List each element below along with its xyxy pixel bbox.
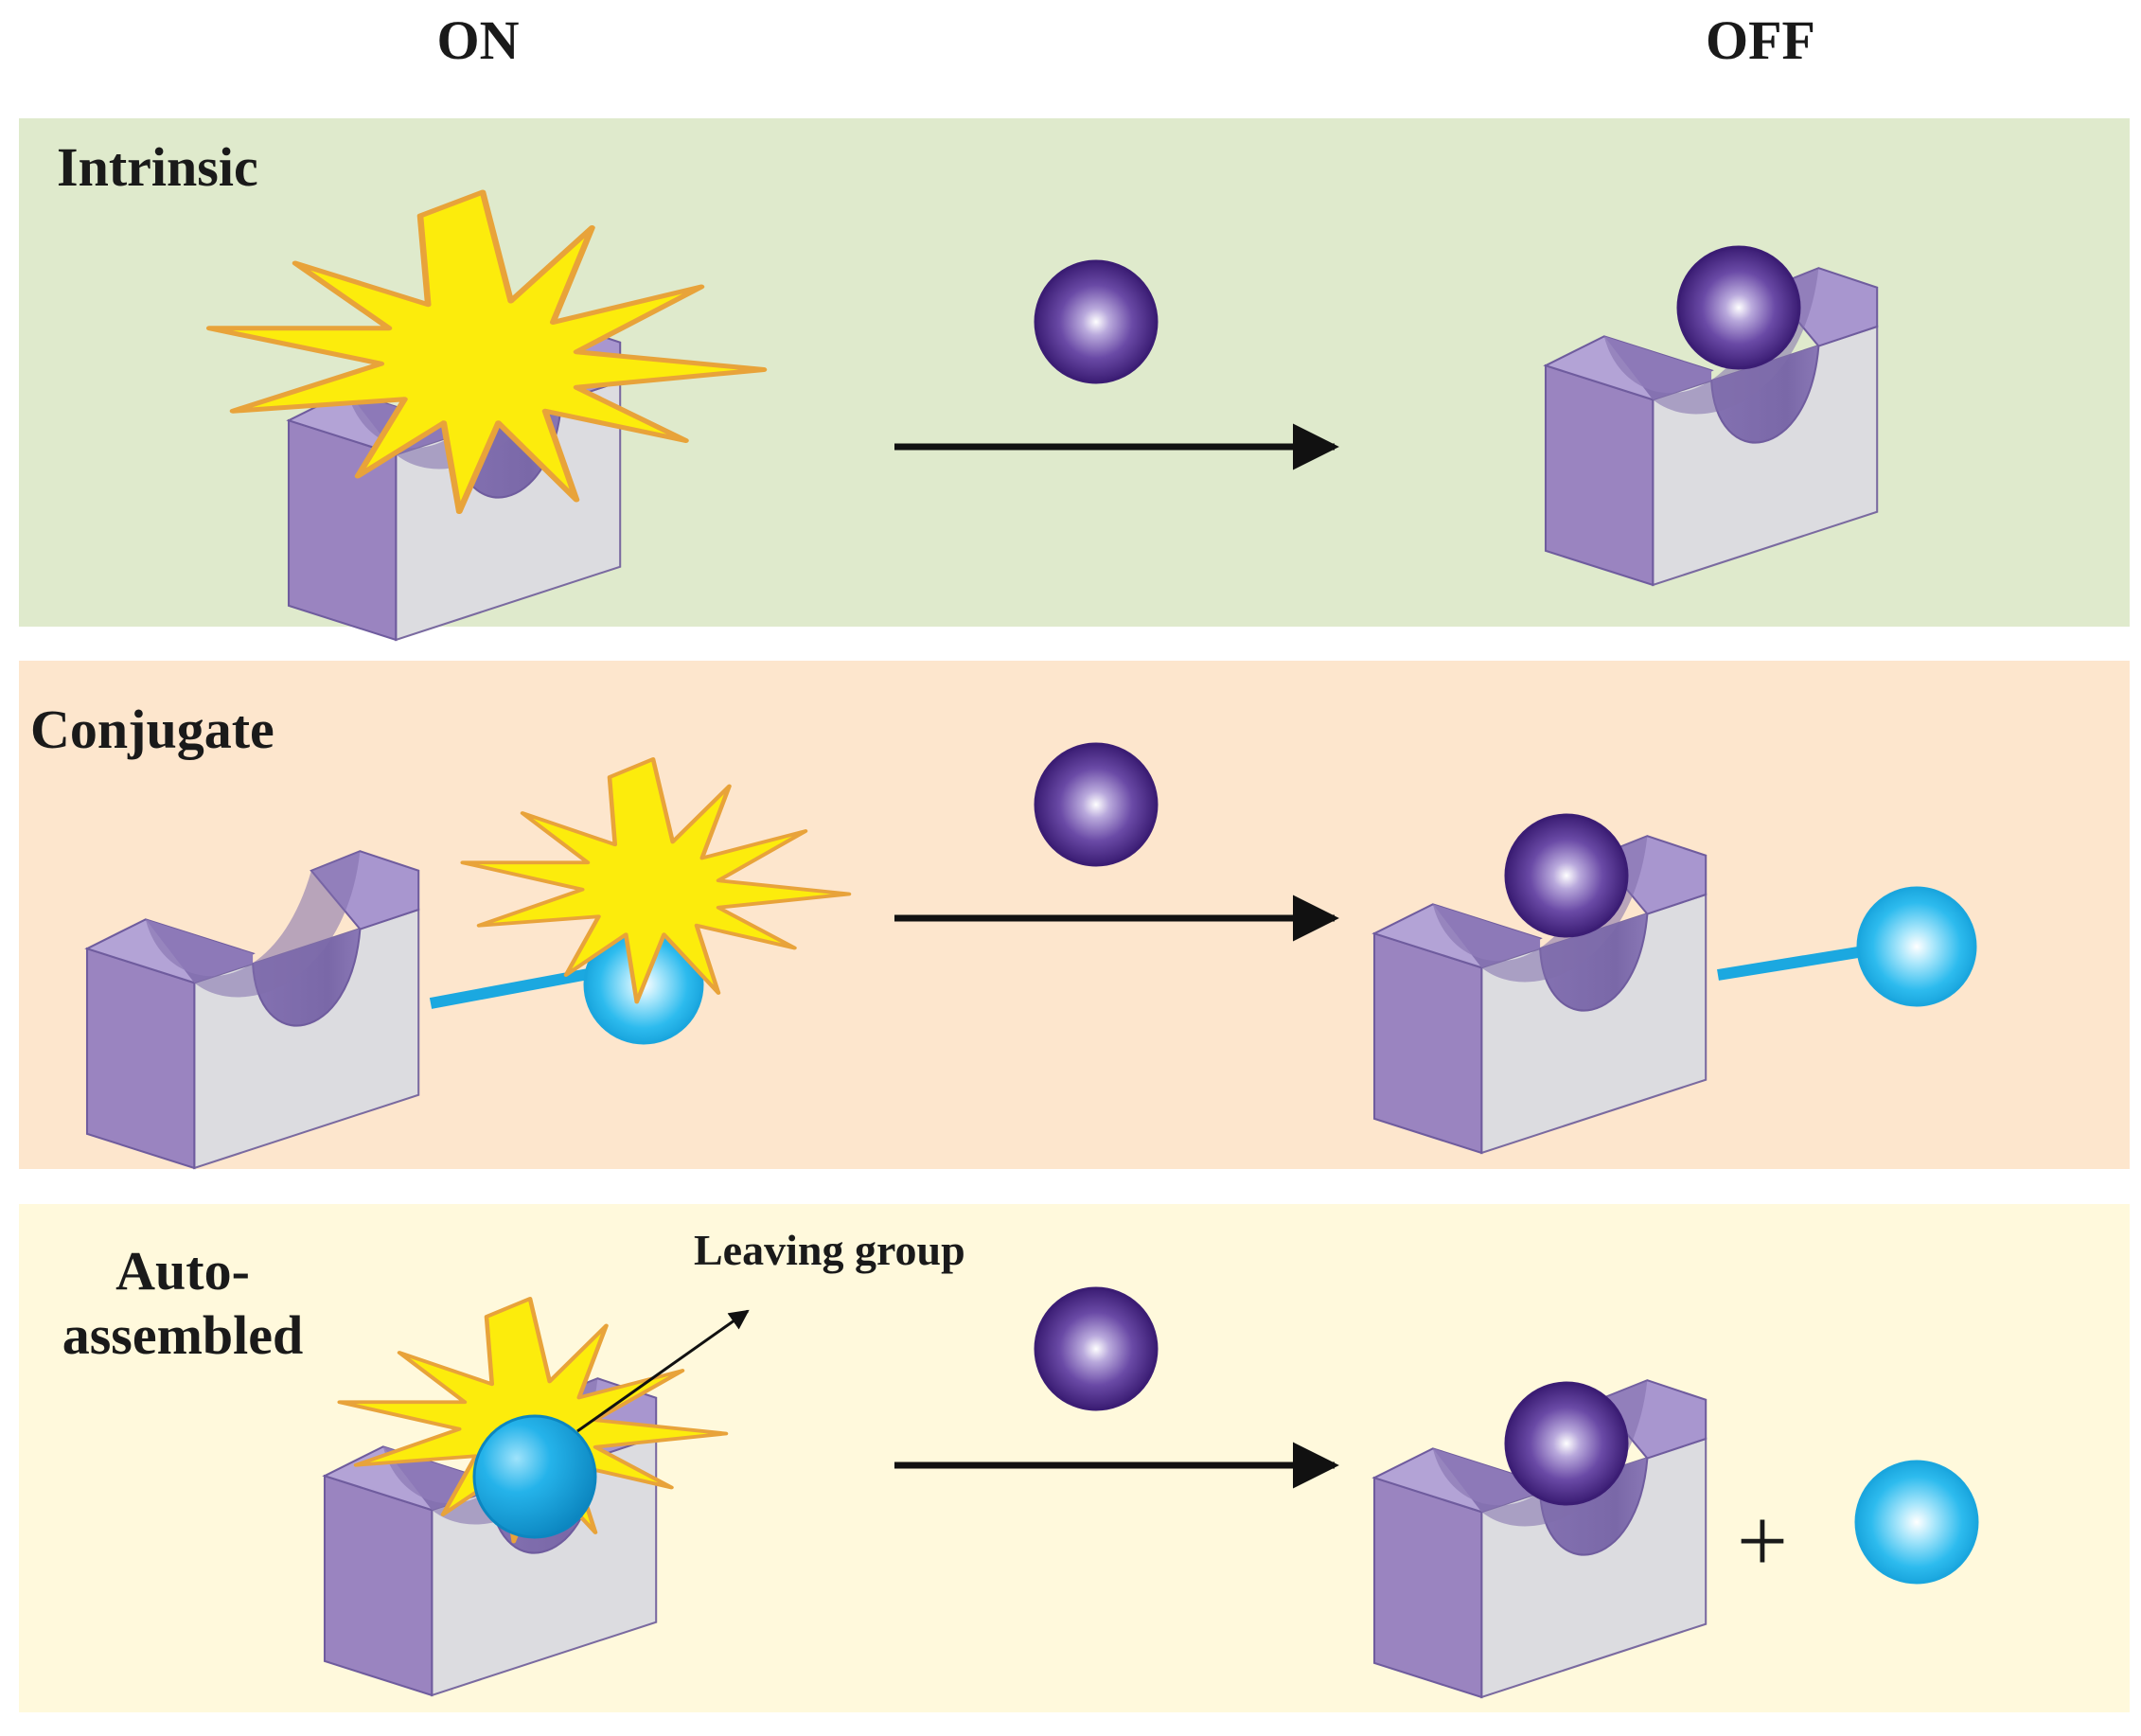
fluorophore-sphere-icon bbox=[1854, 1460, 1979, 1585]
on-column-label: ON bbox=[437, 9, 520, 71]
off-column-label: OFF bbox=[1706, 9, 1815, 71]
fluorophore-sphere-icon bbox=[472, 1414, 597, 1539]
plus-sign: + bbox=[1737, 1490, 1788, 1591]
auto-assembled-title-line2: assembled bbox=[62, 1304, 304, 1366]
conjugate-title: Conjugate bbox=[30, 699, 274, 760]
intrinsic-title: Intrinsic bbox=[57, 136, 258, 198]
analyte-sphere-icon bbox=[1034, 1286, 1159, 1411]
leaving-group-pointer-icon bbox=[576, 1309, 750, 1433]
analyte-sphere-icon bbox=[1034, 742, 1159, 867]
auto-assembled-title-line1: Auto- bbox=[115, 1240, 250, 1302]
leaving-group-label: Leaving group bbox=[694, 1226, 965, 1274]
fluorophore-sphere-icon bbox=[1856, 886, 1977, 1007]
analyte-sphere-icon bbox=[1504, 813, 1629, 938]
analyte-sphere-icon bbox=[1034, 259, 1159, 384]
analyte-sphere-icon bbox=[1504, 1381, 1629, 1506]
analyte-sphere-icon bbox=[1676, 245, 1801, 370]
